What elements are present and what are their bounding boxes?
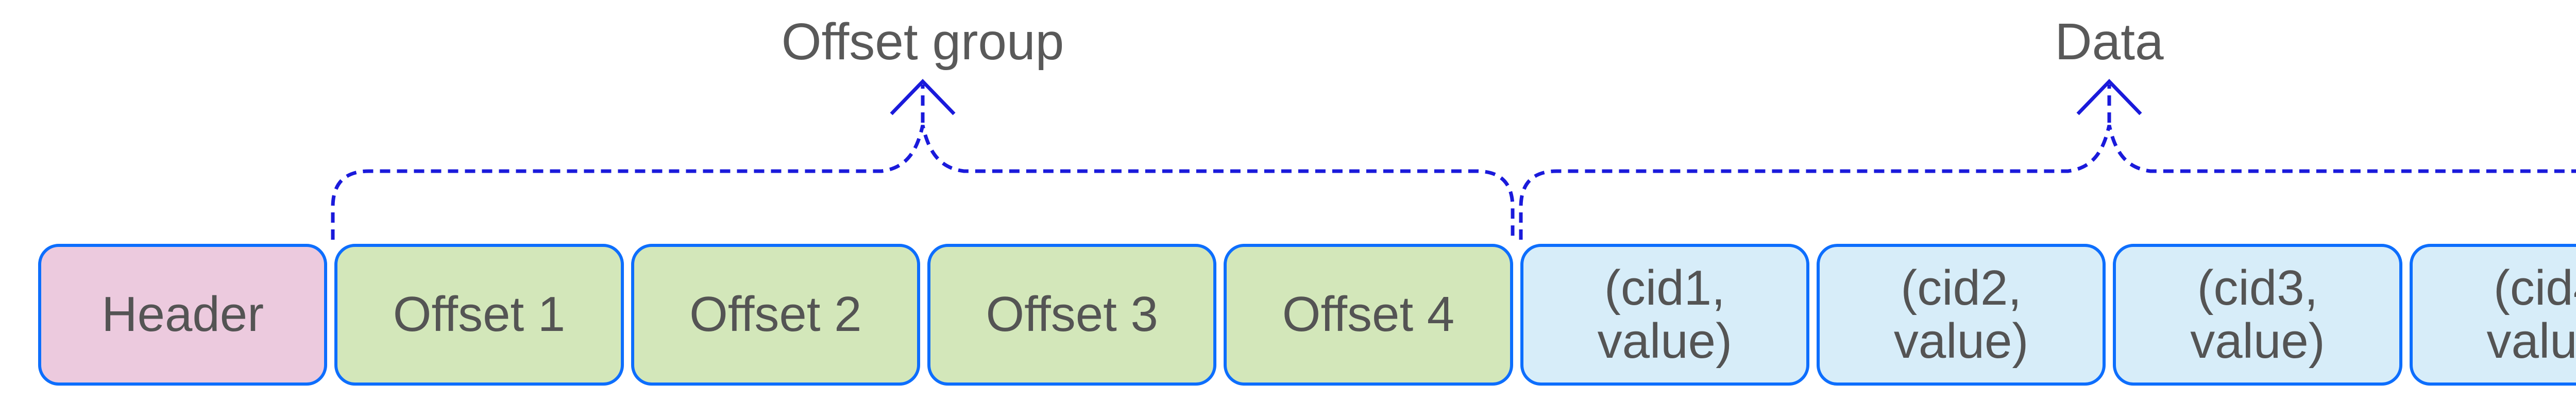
offset-group-up-arrow-icon <box>890 78 956 115</box>
block-offset-1: Offset 1 <box>334 244 624 386</box>
block-offset-4: Offset 4 <box>1224 244 1513 386</box>
block-header: Header <box>38 244 328 386</box>
block-data-cid3: (cid3, value) <box>2113 244 2402 386</box>
offset-group-label: Offset group <box>781 13 1064 71</box>
block-data-cid4: (cid4, value) <box>2409 244 2576 386</box>
block-data-cid2: (cid2, value) <box>1816 244 2106 386</box>
block-row: Header Offset 1 Offset 2 Offset 3 Offset… <box>38 244 2576 386</box>
data-up-arrow-icon <box>2076 78 2142 115</box>
offset-group-brace <box>331 125 1515 240</box>
block-data-cid1: (cid1, value) <box>1520 244 1809 386</box>
block-offset-2: Offset 2 <box>631 244 920 386</box>
block-offset-3: Offset 3 <box>927 244 1217 386</box>
data-brace <box>1519 125 2576 240</box>
data-label: Data <box>2055 13 2164 71</box>
